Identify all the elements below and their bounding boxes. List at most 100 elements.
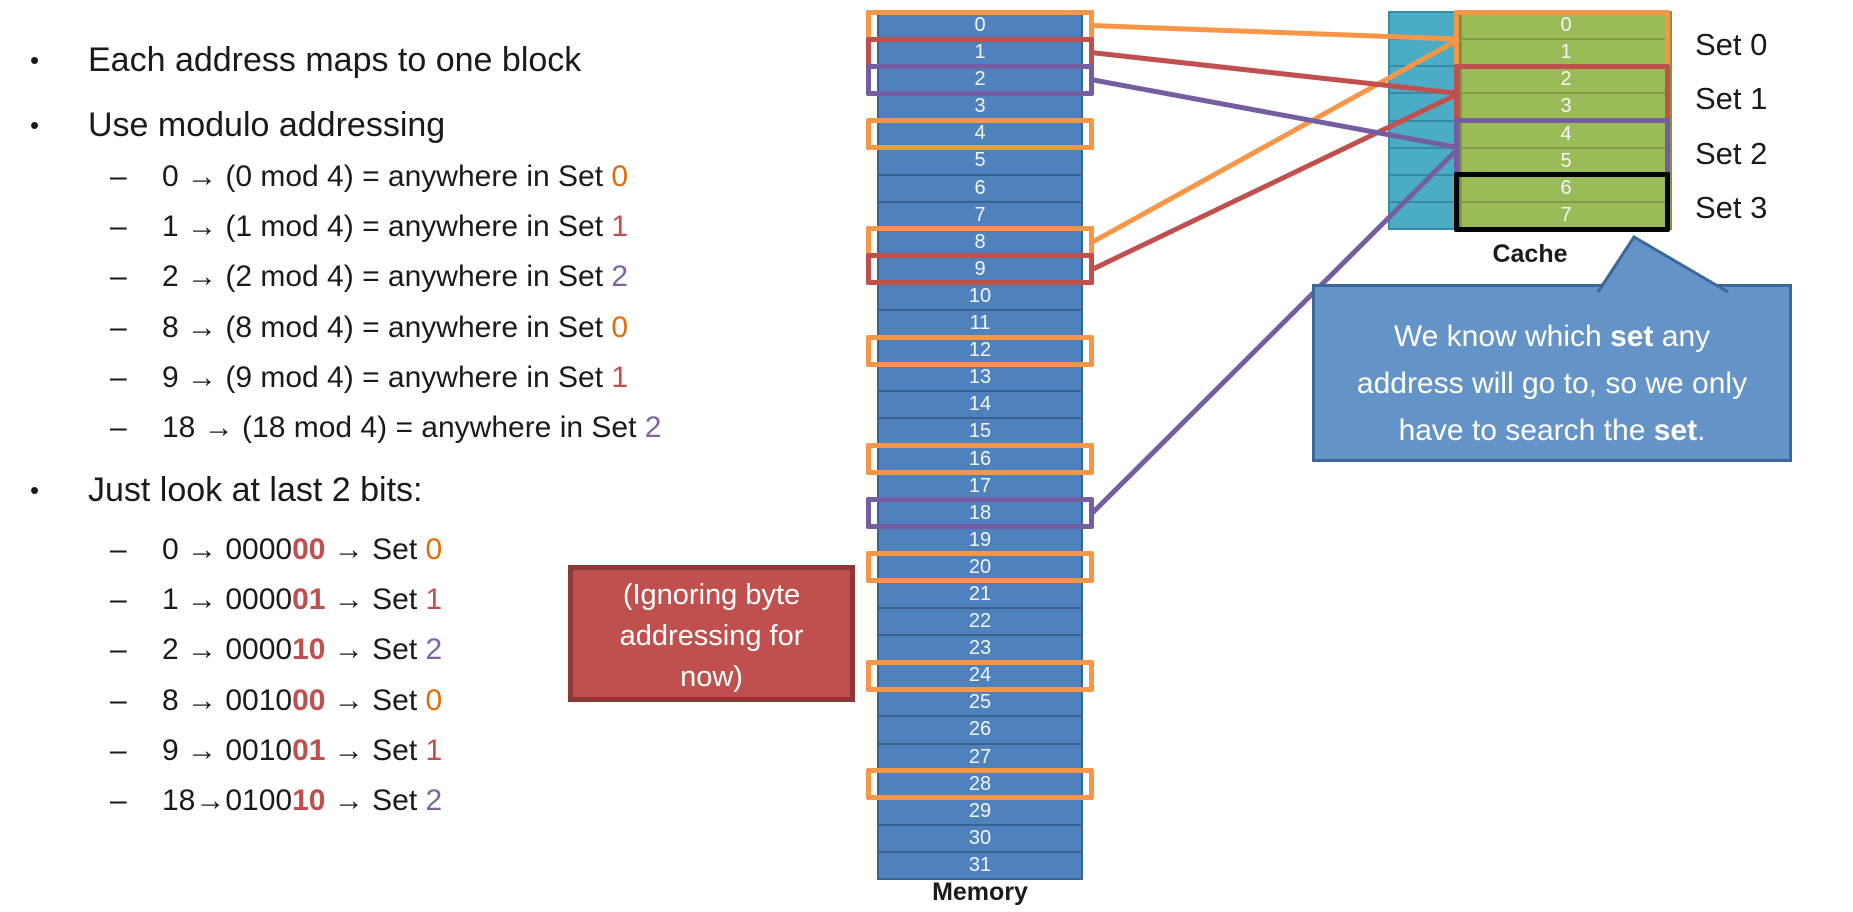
memory-block-16: 16 [866,443,1094,475]
text-segment: 0 [611,160,629,193]
memory-block-25: 25 [878,689,1082,717]
memory-highlight-orange [866,334,1094,367]
memory-block-23: 23 [878,635,1082,663]
bullet-modulo: • Use modulo addressing [30,103,445,147]
memory-block-29: 29 [878,797,1082,825]
memory-block-number: 30 [968,826,992,849]
modulo-item-0: –0 → (0 mod 4) = anywhere in Set 0 [110,152,661,202]
memory-block-number: 21 [968,582,992,605]
text-segment: 10 [292,783,326,817]
dash-marker: – [110,533,127,566]
memory-highlight-red [866,253,1094,286]
memory-block-3: 3 [878,93,1082,121]
memory-highlight-orange [866,768,1094,801]
memory-block-19: 19 [878,526,1082,554]
text-segment: 1 [611,210,629,244]
memory-block-31: 31 [878,851,1082,879]
dash-marker: – [110,210,127,244]
callout-line: have to search the set. [1315,407,1789,454]
memory-block-number: 13 [968,366,992,389]
cache-block-6: 6 [1461,174,1671,202]
cache-block-1: 1 [1461,39,1671,67]
modulo-item-text-1: 1 → (1 mod 4) = anywhere in Set 1 [162,202,628,252]
text-segment: 18→0100 [162,783,293,817]
text-segment: set [1610,320,1654,353]
bits-item-text-0: 0 → 000000 → Set 0 [162,525,442,575]
memory-block-2: 2 [866,63,1094,96]
memory-block-number: 27 [968,745,992,768]
memory-block-20: 20 [866,551,1094,584]
memory-block-number: 10 [968,284,992,307]
connection-block-18-to-set-2 [1090,145,1461,516]
memory-block-number: 11 [969,312,991,335]
modulo-item-3: – 8 → (8 mod 4) = anywhere in Set 0 [110,303,661,353]
text-segment: 9 → (9 mod 4) = anywhere in Set [162,360,612,394]
text-segment: 8 → (8 mod 4) = anywhere in Set [162,310,612,344]
bits-item-0: – 0 → 000000 → Set 0 [110,525,442,575]
memory-block-number: 1 [974,41,986,64]
memory-block-4: 4 [866,117,1094,150]
memory-block-number: 4 [974,122,986,145]
text-segment: 0 [425,683,443,717]
text-segment: any [1653,320,1711,353]
dash-marker: – [110,733,127,767]
memory-block-number: 5 [974,149,986,172]
memory-block-10: 10 [878,282,1082,311]
bits-item-5: –18→010010 → Set 2 [110,776,442,826]
bits-item-4: –9 → 001001 → Set 1 [110,726,442,776]
connection-block-9-to-set-1 [1090,91,1461,272]
text-segment: have to search the [1398,414,1654,447]
dash-marker: – [110,310,127,344]
memory-block-number: 19 [968,528,992,551]
modulo-item-text-3: 8 → (8 mod 4) = anywhere in Set 0 [162,303,628,353]
text-segment: 01 [292,583,326,617]
text-segment: 10 [292,633,326,667]
memory-block-number: 25 [968,691,992,714]
text-segment: → Set [325,733,426,767]
memory-block-number: 7 [974,203,986,226]
modulo-item-1: – 1 → (1 mod 4) = anywhere in Set 1 [110,202,661,252]
memory-block-number: 14 [968,393,992,416]
cache-block-2: 2 [1461,66,1671,94]
memory-block-11: 11 [878,310,1082,338]
bullet-modulo-text: Use modulo addressing [88,106,446,144]
text-segment: → Set [325,583,426,617]
memory-block-7: 7 [878,201,1082,229]
cache-label: Cache [1492,240,1568,268]
callout-pointer-shape [1596,234,1729,294]
memory-highlight-orange [866,443,1094,475]
memory-highlight-orange [866,551,1094,584]
memory-highlight-orange [866,117,1094,150]
memory-block-number: 24 [968,664,992,687]
memory-block-5: 5 [878,147,1082,175]
text-segment: → Set [325,683,426,717]
note-line: now) [680,661,743,693]
bullet-marker: • [30,110,40,140]
memory-block-14: 14 [878,391,1082,419]
bits-item-text-3: 8 → 001000 → Set 0 [162,676,442,726]
modulo-addressing-list: –0 → (0 mod 4) = anywhere in Set 0–1 → (… [110,152,661,453]
text-segment: 2 → (2 mod 4) = anywhere in Set [162,260,612,294]
text-segment: 0 [425,533,443,566]
dash-marker: – [110,583,127,617]
text-segment: set [1653,414,1698,447]
memory-block-22: 22 [878,608,1082,636]
memory-block-17: 17 [878,472,1082,500]
modulo-item-2: –2 → (2 mod 4) = anywhere in Set 2 [110,252,661,302]
text-segment: 2 [425,783,443,817]
text-segment: 01 [292,733,326,767]
memory-block-21: 21 [878,580,1082,609]
set-label-0: Set 0 [1695,27,1768,62]
memory-block-15: 15 [878,418,1082,446]
memory-block-27: 27 [878,743,1082,771]
modulo-item-text-0: 0 → (0 mod 4) = anywhere in Set 0 [162,152,628,202]
memory-block-number: 12 [968,339,992,362]
callout-line: address will go to, so we only [1315,360,1789,407]
text-segment: 00 [292,683,326,717]
memory-block-6: 6 [878,174,1082,202]
memory-highlight-purple [866,497,1094,530]
text-segment: 9 → 0010 [162,733,293,767]
bits-item-text-5: 18→010010 → Set 2 [162,776,442,826]
